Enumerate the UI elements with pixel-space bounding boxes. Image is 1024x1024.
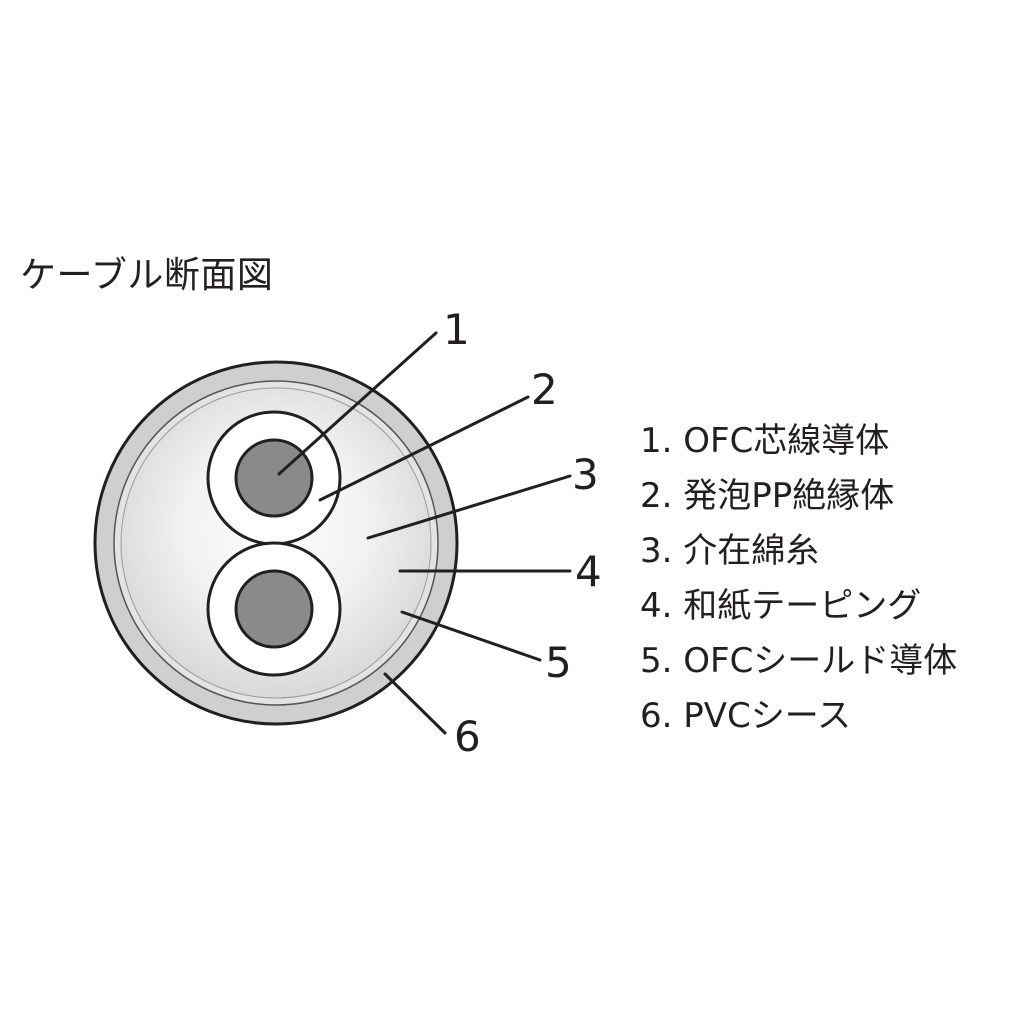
legend-item-sheath: 6. PVCシース — [640, 696, 852, 736]
legend-item-conductor: 1. OFC芯線導体 — [640, 421, 890, 461]
callout-2: 2 — [531, 365, 558, 414]
callout-5: 5 — [545, 638, 572, 687]
component-legend: 1. OFC芯線導体 2. 発泡PP絶縁体 3. 介在綿糸 4. 和紙テーピング… — [640, 414, 957, 744]
leader-line-2 — [318, 395, 530, 502]
legend-item-shield: 5. OFCシールド導体 — [640, 641, 958, 681]
leader-line-1 — [277, 331, 438, 476]
callout-6: 6 — [454, 712, 481, 761]
leader-line-6 — [383, 672, 447, 735]
legend-item-insulator: 2. 発泡PP絶縁体 — [640, 476, 895, 516]
callout-1: 1 — [443, 305, 470, 354]
leader-line-5 — [400, 610, 542, 662]
callout-3: 3 — [572, 450, 599, 499]
diagram-title: ケーブル断面図 — [20, 255, 274, 296]
legend-item-taping: 4. 和紙テーピング — [640, 586, 922, 626]
leader-line-3 — [366, 474, 572, 540]
conductor-lower — [234, 569, 314, 649]
legend-item-filler: 3. 介在綿糸 — [640, 531, 820, 571]
conductor-upper — [234, 438, 314, 518]
callout-4: 4 — [575, 547, 602, 596]
